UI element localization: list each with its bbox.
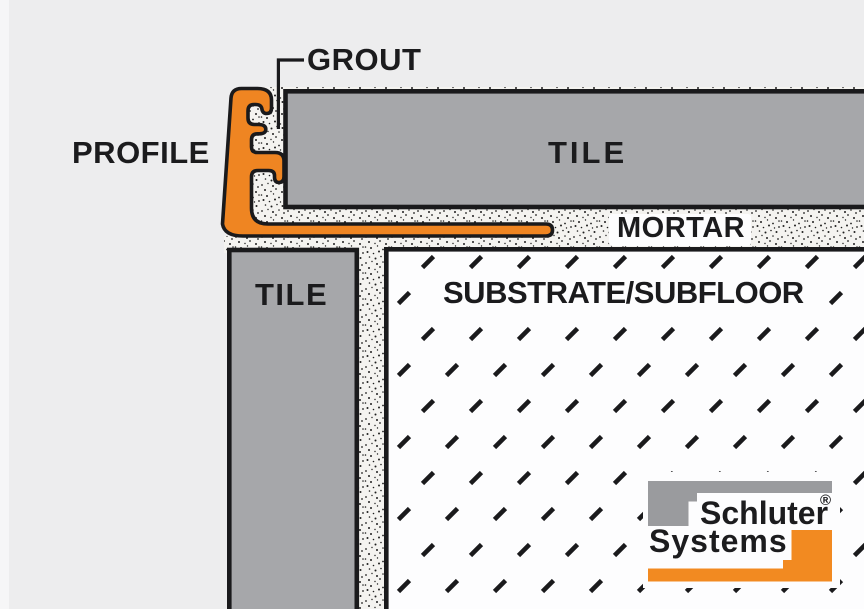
page-edge-highlight — [0, 0, 9, 609]
tile-top — [283, 89, 864, 210]
substrate-label: SUBSTRATE/SUBFLOOR — [443, 275, 804, 310]
logo-brand-line1: Schluter — [700, 495, 829, 531]
substrate-label-backing — [433, 276, 829, 320]
logo-gray-angle — [648, 481, 832, 526]
mortar-wall-strip-fill — [357, 245, 387, 609]
grout-label: GROUT — [307, 42, 422, 77]
substrate-top-border — [384, 247, 864, 252]
mortar-label-backing — [609, 214, 751, 246]
logo-brand-line2: Systems — [649, 523, 788, 559]
logo-orange-angle — [648, 530, 832, 582]
profile-shape — [220, 86, 555, 238]
substrate-left-border — [384, 247, 389, 609]
logo-registered-mark: ® — [820, 492, 832, 509]
tile-left — [227, 247, 360, 609]
grout-leader-line — [276, 58, 304, 129]
tile-left-label: TILE — [255, 277, 329, 312]
mortar-label: MORTAR — [617, 212, 746, 244]
profile-label: PROFILE — [72, 135, 210, 170]
tile-top-label: TILE — [548, 135, 628, 170]
